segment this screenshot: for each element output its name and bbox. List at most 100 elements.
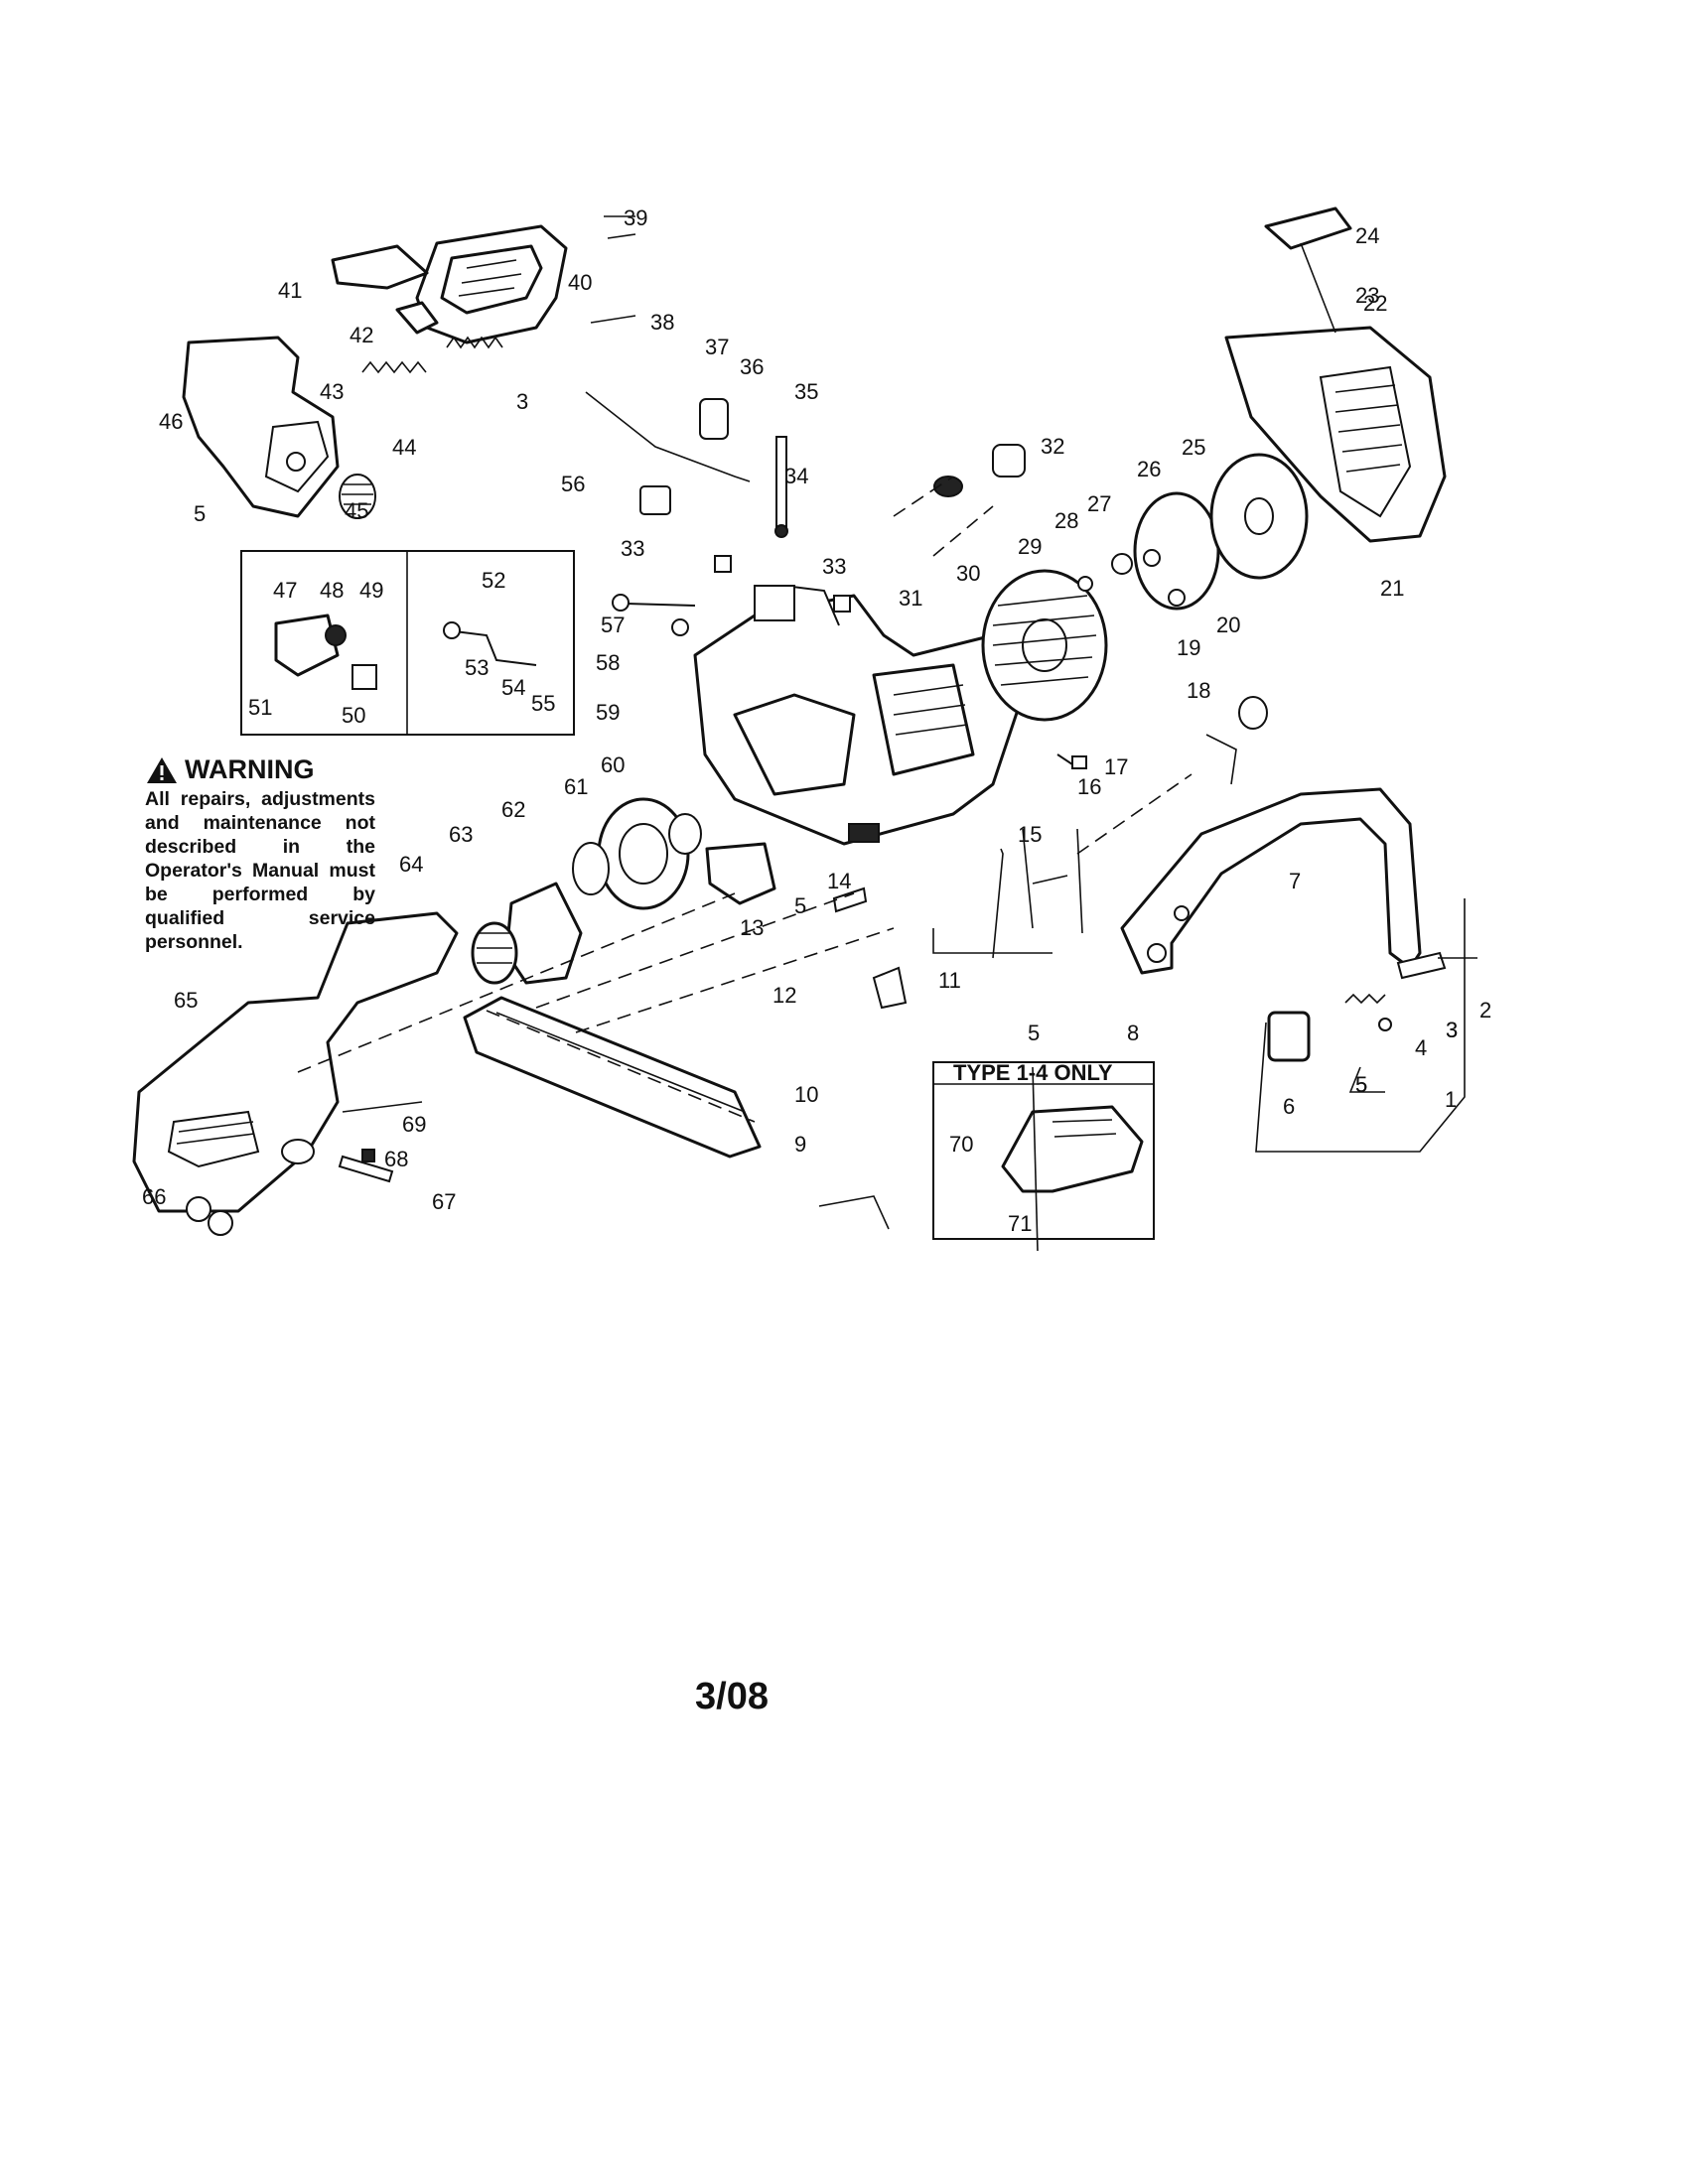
- chain-brake: [705, 842, 776, 905]
- leader-lines: [297, 215, 1477, 1252]
- callout-70: 70: [949, 1132, 973, 1157]
- callout-10: 10: [794, 1082, 818, 1107]
- callout-3: 3: [1446, 1018, 1458, 1042]
- callout-43: 43: [320, 379, 344, 404]
- callout-4: 4: [1415, 1035, 1427, 1060]
- callout-15: 15: [1018, 822, 1042, 847]
- callout-3: 3: [516, 389, 528, 414]
- callout-19: 19: [1177, 635, 1200, 660]
- callout-22: 22: [1363, 291, 1387, 316]
- callout-8: 8: [1127, 1021, 1139, 1045]
- callout-35: 35: [794, 379, 818, 404]
- callout-67: 67: [432, 1189, 456, 1214]
- misc-small-parts: [612, 444, 1268, 1010]
- clutch-cover: [132, 911, 459, 1213]
- callout-61: 61: [564, 774, 588, 799]
- callout-26: 26: [1137, 457, 1161, 481]
- callout-21: 21: [1380, 576, 1404, 601]
- callout-54: 54: [501, 675, 525, 700]
- callout-17: 17: [1104, 754, 1128, 779]
- callout-40: 40: [568, 270, 592, 295]
- callout-34: 34: [784, 464, 808, 488]
- callout-71: 71: [1008, 1211, 1032, 1236]
- warning-notice: WARNING All repairs, adjustments and mai…: [145, 754, 375, 954]
- callout-65: 65: [174, 988, 198, 1013]
- callout-38: 38: [650, 310, 674, 335]
- callout-5: 5: [794, 893, 806, 918]
- callout-47: 47: [273, 578, 297, 603]
- type-inset-box: TYPE 1-4 ONLY: [932, 1060, 1155, 1240]
- callout-37: 37: [705, 335, 729, 359]
- callout-52: 52: [482, 568, 505, 593]
- callout-50: 50: [342, 703, 365, 728]
- callout-9: 9: [794, 1132, 806, 1157]
- callout-69: 69: [402, 1112, 426, 1137]
- callout-29: 29: [1018, 534, 1042, 559]
- callout-12: 12: [772, 983, 796, 1008]
- callout-55: 55: [531, 691, 555, 716]
- callout-5: 5: [1028, 1021, 1040, 1045]
- callout-30: 30: [956, 561, 980, 586]
- clutch-assembly: [471, 797, 702, 985]
- callout-41: 41: [278, 278, 302, 303]
- callout-33: 33: [621, 536, 644, 561]
- callout-59: 59: [596, 700, 620, 725]
- throttle-linkage: [585, 391, 788, 538]
- warning-heading: WARNING: [185, 754, 315, 784]
- callout-16: 16: [1077, 774, 1101, 799]
- callout-7: 7: [1289, 869, 1301, 893]
- callout-44: 44: [392, 435, 416, 460]
- callout-39: 39: [624, 205, 647, 230]
- callout-36: 36: [740, 354, 764, 379]
- springs: [339, 336, 503, 519]
- callout-58: 58: [596, 650, 620, 675]
- handle-cover: [182, 336, 340, 518]
- flywheel: [981, 569, 1108, 722]
- callout-11: 11: [938, 968, 961, 993]
- callout-33: 33: [822, 554, 846, 579]
- callout-42: 42: [350, 323, 373, 347]
- callout-3: 3: [1446, 1018, 1458, 1042]
- starter-pulley: [1133, 453, 1309, 611]
- callout-24: 24: [1355, 223, 1379, 248]
- callout-60: 60: [601, 752, 625, 777]
- callout-46: 46: [159, 409, 183, 434]
- callout-5: 5: [1355, 1072, 1367, 1097]
- callout-57: 57: [601, 613, 625, 637]
- front-handle-hardware: [1267, 951, 1447, 1062]
- callout-6: 6: [1283, 1094, 1295, 1119]
- warning-heading-row: WARNING: [145, 754, 375, 785]
- callout-49: 49: [359, 578, 383, 603]
- callout-31: 31: [899, 586, 922, 611]
- callout-5: 5: [194, 501, 206, 526]
- callout-68: 68: [384, 1147, 408, 1171]
- warning-triangle-icon: [147, 756, 177, 783]
- inset-parts-box: [240, 550, 575, 736]
- callout-13: 13: [740, 915, 764, 940]
- callout-48: 48: [320, 578, 344, 603]
- callout-23: 23: [1355, 283, 1379, 308]
- callout-25: 25: [1182, 435, 1205, 460]
- starter-handle: [1264, 206, 1352, 334]
- callout-45: 45: [345, 498, 368, 523]
- page-date: 3/08: [695, 1676, 769, 1717]
- callout-18: 18: [1187, 678, 1210, 703]
- callout-28: 28: [1054, 508, 1078, 533]
- callout-20: 20: [1216, 613, 1240, 637]
- callout-62: 62: [501, 797, 525, 822]
- callout-2: 2: [1479, 998, 1491, 1023]
- rear-handle: [331, 224, 568, 344]
- callout-64: 64: [399, 852, 423, 877]
- callout-numbers: 1 2 3 3 3 4 5 5 5 5 5 6 7 8 9 10 11 12 1…: [142, 205, 1491, 1236]
- warning-text: All repairs, adjustments and maintenance…: [145, 788, 375, 953]
- callout-53: 53: [465, 655, 489, 680]
- crankcase: [693, 584, 1025, 846]
- callout-14: 14: [827, 869, 851, 893]
- front-handle: [1120, 787, 1422, 975]
- callout-32: 32: [1041, 434, 1064, 459]
- callout-63: 63: [449, 822, 473, 847]
- callout-5: 5: [1355, 1072, 1367, 1097]
- callout-56: 56: [561, 472, 585, 496]
- bar-hardware: [186, 1149, 394, 1236]
